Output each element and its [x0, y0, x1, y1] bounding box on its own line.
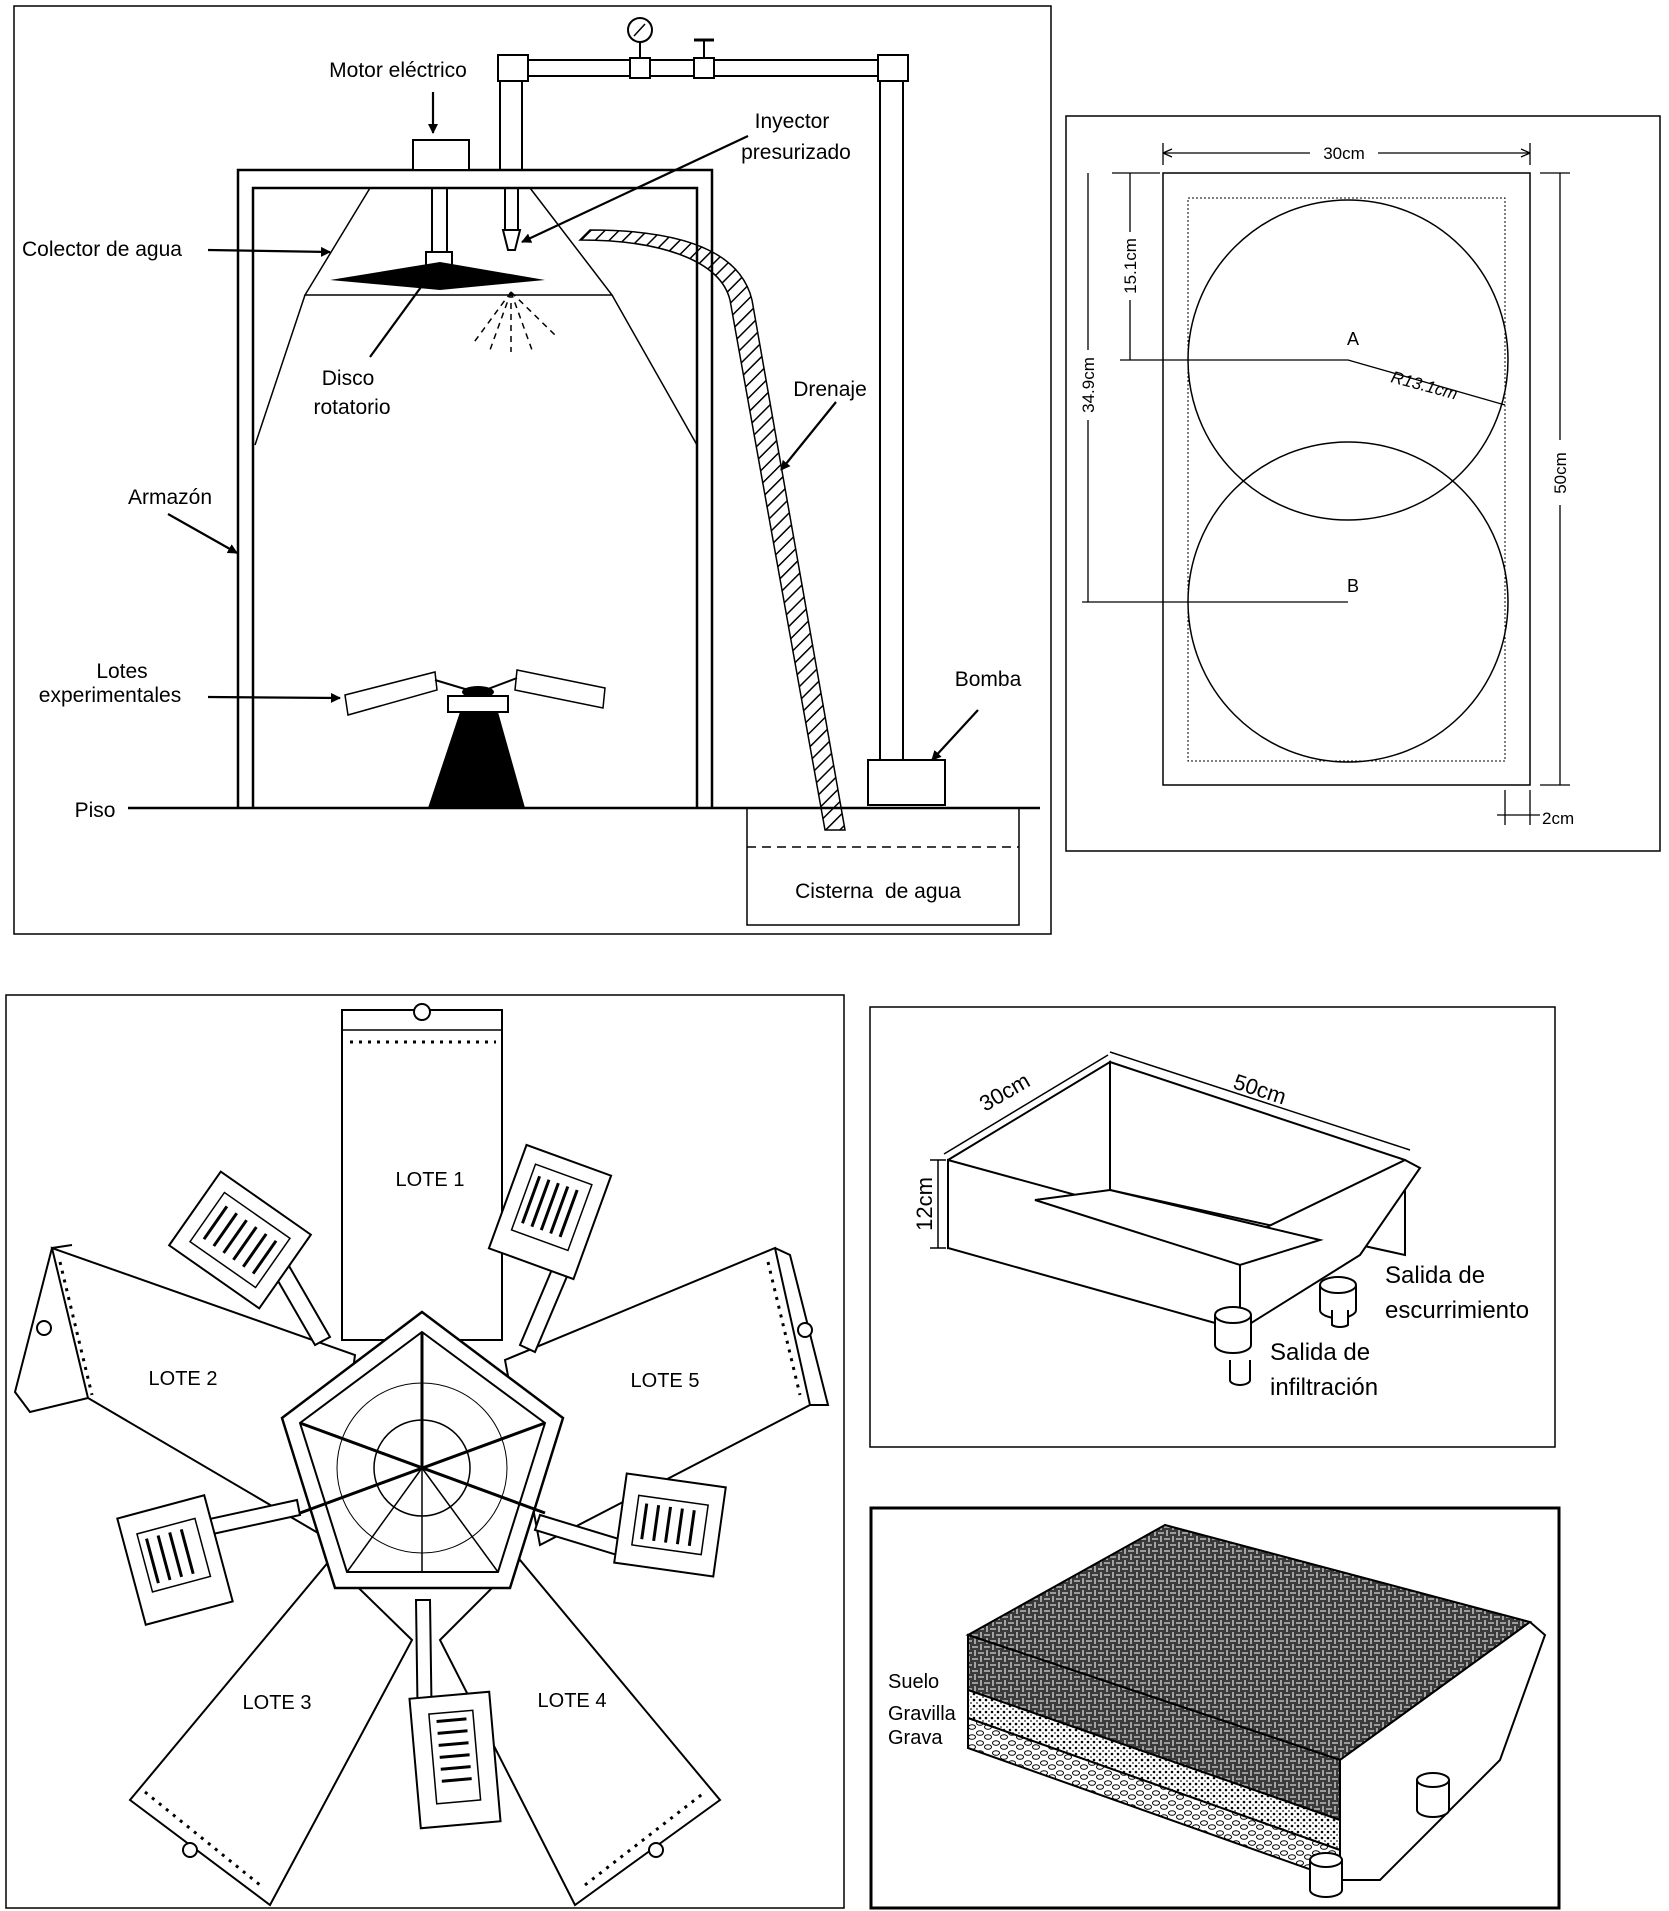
plan-margin-label: 2cm — [1542, 809, 1574, 828]
plan-offset-b-label: 34.9cm — [1079, 357, 1098, 413]
injector-label-line2: presurizado — [741, 141, 851, 164]
plan-radius-label: R13.1cm — [1389, 368, 1460, 404]
plan-border — [1065, 115, 1661, 852]
frame — [236, 168, 714, 808]
disc-label-line2: rotatorio — [313, 396, 390, 419]
floor-label: Piso — [75, 799, 116, 822]
disc-label-line1: Disco — [322, 367, 375, 390]
pressure-gauge — [627, 17, 653, 79]
infiltration-label-line2: infiltración — [1270, 1374, 1378, 1401]
lots-label-line2: experimentales — [39, 684, 181, 707]
plot-outline — [1162, 172, 1531, 786]
flow-meter-5 — [613, 1472, 727, 1578]
box-outlets — [1214, 1276, 1357, 1386]
lot-3 — [128, 1558, 414, 1907]
spray — [471, 291, 556, 352]
soil-label: Suelo — [888, 1671, 939, 1693]
plan-width-label: 30cm — [1323, 144, 1365, 163]
rotating-disc — [330, 262, 545, 290]
pressurized-injector — [501, 188, 522, 251]
lot-5 — [503, 1246, 830, 1547]
box-length-label: 50cm — [1230, 1069, 1289, 1109]
pump — [867, 759, 946, 806]
layout-border — [5, 994, 845, 1909]
cistern-label: Cisterna de agua — [795, 880, 961, 903]
motor-label: Motor eléctrico — [329, 59, 467, 82]
plot-inner-margin — [1187, 197, 1506, 762]
box-border — [869, 1006, 1556, 1448]
plan-height-label: 50cm — [1551, 452, 1570, 494]
callout-arrows — [167, 92, 979, 761]
dimension-lines — [1082, 143, 1570, 825]
lot-3-label: LOTE 3 — [243, 1692, 312, 1714]
simulator-panel: Motor eléctrico Inyector presurizado Col… — [13, 5, 1052, 935]
electric-motor — [412, 139, 470, 171]
drainage-hose — [578, 229, 846, 831]
layers-panel: Suelo Gravilla Grava — [869, 1506, 1561, 1910]
layers-border — [869, 1506, 1561, 1910]
layered-box — [965, 1523, 1547, 1882]
box-height-label: 12cm — [912, 1177, 937, 1231]
pump-label: Bomba — [955, 668, 1022, 691]
water-cistern — [746, 807, 1020, 926]
experimental-lots — [344, 669, 606, 808]
box-dimension-lines — [930, 1051, 1411, 1249]
lot-2 — [13, 1244, 357, 1542]
lot-5-label: LOTE 5 — [631, 1370, 700, 1392]
plan-panel: 30cm 50cm 15.1cm 34.9cm R13.1cm 2cm A B — [1065, 115, 1661, 852]
flow-meter-2 — [167, 1170, 313, 1310]
flow-meter-4 — [408, 1690, 502, 1830]
lot-1-label: LOTE 1 — [396, 1169, 465, 1191]
simulator-border — [13, 5, 1052, 935]
infiltration-label-line1: Salida de — [1270, 1339, 1370, 1366]
lot-2-label: LOTE 2 — [149, 1368, 218, 1390]
plot-box — [947, 1060, 1422, 1332]
lot-4-label: LOTE 4 — [538, 1690, 607, 1712]
central-hub — [280, 1310, 565, 1590]
box-panel: 30cm 50cm 12cm Salida de escurrimiento S… — [869, 1006, 1556, 1448]
fine-gravel-label: Gravilla — [888, 1703, 957, 1725]
water-collector — [254, 187, 698, 446]
injector-label-line1: Inyector — [755, 110, 830, 133]
runoff-label-line2: escurrimiento — [1385, 1297, 1529, 1324]
flow-meter-3 — [116, 1494, 234, 1626]
box-width-label: 30cm — [975, 1068, 1034, 1117]
point-b-label: B — [1347, 576, 1359, 596]
gravel-label: Grava — [888, 1727, 943, 1749]
collector-label: Colector de agua — [22, 238, 182, 261]
runoff-label-line1: Salida de — [1385, 1262, 1485, 1289]
drain-label: Drenaje — [793, 378, 867, 401]
valve — [693, 38, 715, 79]
lots-label-line1: Lotes — [96, 660, 147, 683]
frame-label: Armazón — [128, 486, 212, 509]
layout-panel: LOTE 1 LOTE 2 LOTE 5 LOTE 3 LOTE 4 — [5, 994, 845, 1909]
flow-meter-1 — [487, 1143, 613, 1281]
layers-legs — [1309, 1772, 1450, 1898]
point-a-label: A — [1347, 329, 1359, 349]
water-pipe — [497, 54, 909, 760]
plan-offset-a-label: 15.1cm — [1121, 238, 1140, 294]
